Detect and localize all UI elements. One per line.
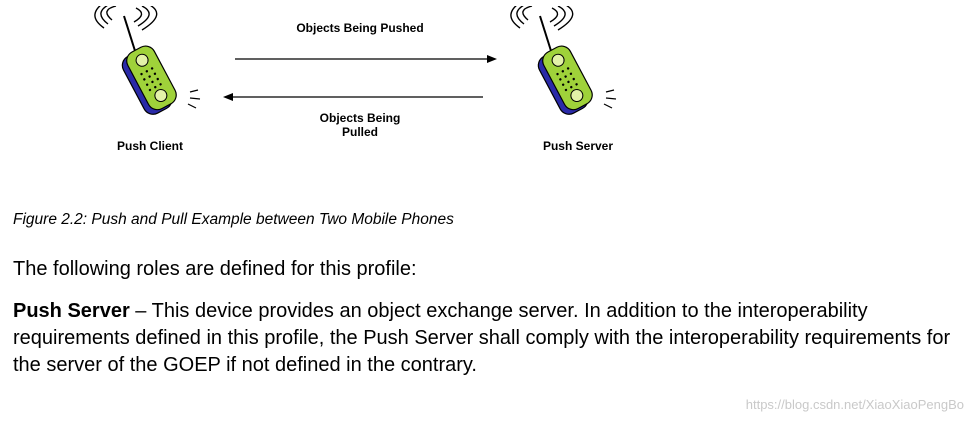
transfer-arrows (223, 55, 497, 101)
push-arrow-label: Objects Being Pushed (296, 21, 424, 35)
intro-text: The following roles are defined for this… (13, 258, 417, 280)
pull-arrow-head (223, 93, 233, 101)
push-arrow-head (487, 55, 497, 63)
pull-arrow-label: Objects Being Pulled (319, 111, 401, 139)
role-description: – This device provides an object exchang… (13, 300, 951, 376)
push-client-phone-icon (94, 6, 201, 115)
push-client-label: Push Client (116, 139, 184, 153)
push-server-label: Push Server (542, 139, 614, 153)
source-watermark: https://blog.csdn.net/XiaoXiaoPengBo (745, 397, 964, 412)
role-term: Push Server (13, 300, 130, 322)
push-pull-diagram: Objects Being Pushed Objects Being Pulle… (0, 0, 976, 160)
push-server-phone-icon (510, 6, 617, 115)
role-definition-paragraph: Push Server – This device provides an ob… (13, 298, 953, 379)
figure-caption: Figure 2.2: Push and Pull Example betwee… (13, 211, 454, 228)
